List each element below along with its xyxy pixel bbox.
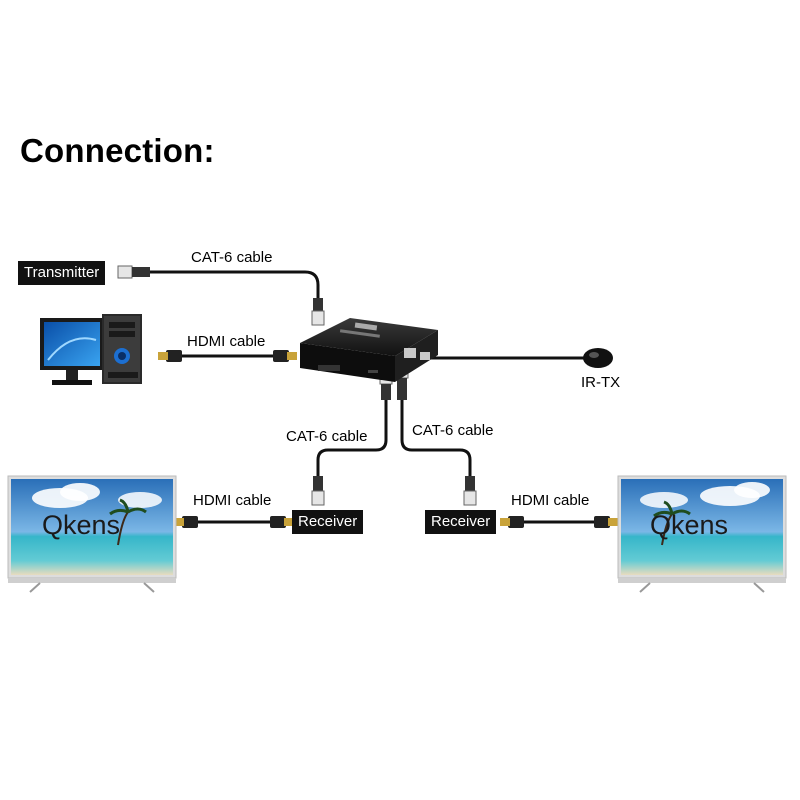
rj45-connector-receiver-right [463,476,477,506]
rj45-connector-transmitter [117,265,150,279]
hdmi-plug-right-tv [594,516,618,528]
receiver-left-tag: Receiver [292,510,364,534]
cat6-cable-left-label: CAT-6 cable [286,428,368,445]
hdmi-cable-right-label: HDMI cable [511,492,590,509]
receiver-right-tag: Receiver [425,510,497,534]
hdmi-cable-top-label: HDMI cable [187,333,266,350]
hdmi-plug-pc-right [273,350,297,362]
cat6-cable-left [316,398,388,480]
hdmi-plug-pc-left [158,350,182,362]
extender-box-icon [300,318,438,382]
cat6-cable-right-label: CAT-6 cable [412,422,494,439]
hdmi-cable-left-label: HDMI cable [193,492,272,509]
hdmi-plug-left-receiver [270,516,294,528]
tv-left-brand: Qkens [42,510,121,540]
cat6-cable-transmitter [148,270,320,302]
tv-right-icon [617,475,787,593]
cables [148,270,598,524]
transmitter-tag: Transmitter [18,261,106,285]
ir-tx-label: IR-TX [581,374,621,391]
tv-right-brand: Qkens [650,510,729,540]
cat6-cable-right [400,398,472,480]
computer-icon [40,314,142,385]
rj45-connector-box-in [311,298,325,326]
cat6-cable-top-label: CAT-6 cable [191,249,273,266]
tv-left-icon [7,475,177,593]
hdmi-plug-left-tv [174,516,198,528]
rj45-connector-receiver-left [311,476,325,506]
hdmi-plug-right-receiver [500,516,524,528]
ir-emitter-icon [583,348,613,368]
page-title: Connection: [20,132,215,169]
